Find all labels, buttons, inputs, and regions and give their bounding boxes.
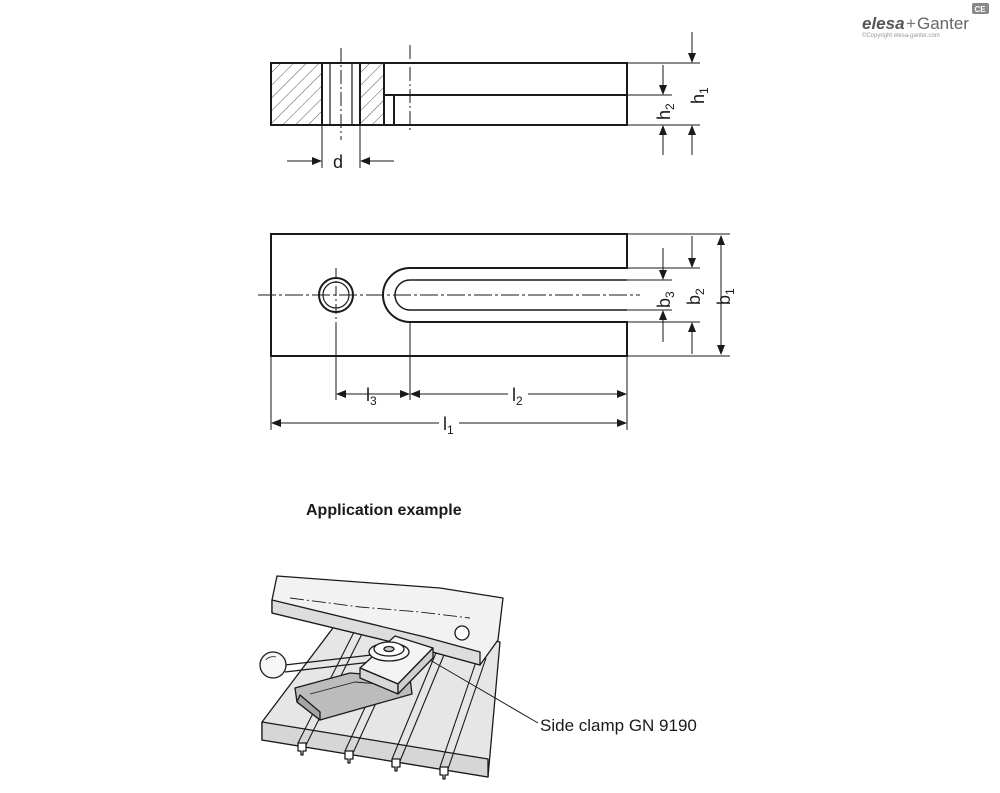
callout-label: Side clamp GN 9190	[540, 716, 697, 735]
label-l1: l1	[443, 414, 454, 437]
logo-plus: +	[906, 14, 916, 33]
logo-brand-elesa: elesa	[862, 14, 905, 33]
label-l2: l2	[512, 385, 523, 408]
side-section-view	[270, 45, 700, 168]
label-b2: b2	[684, 288, 707, 305]
logo-brand-ganter: Ganter	[917, 14, 969, 33]
ce-badge-text: CE	[975, 5, 987, 14]
application-illustration	[259, 575, 539, 780]
application-title: Application example	[306, 502, 462, 519]
logo-copyright: ©Copyright elesa-ganter.com	[862, 32, 940, 39]
label-b3: b3	[654, 291, 677, 308]
brand-logo: elesa + Ganter CE ©Copyright elesa-gante…	[862, 3, 989, 39]
label-b1: b1	[714, 288, 737, 305]
top-view	[258, 233, 730, 430]
label-h2: h2	[654, 103, 677, 120]
label-l3: l3	[366, 385, 377, 408]
ce-badge-box	[972, 3, 989, 14]
label-d: d	[333, 152, 343, 172]
label-h1: h1	[688, 87, 711, 104]
